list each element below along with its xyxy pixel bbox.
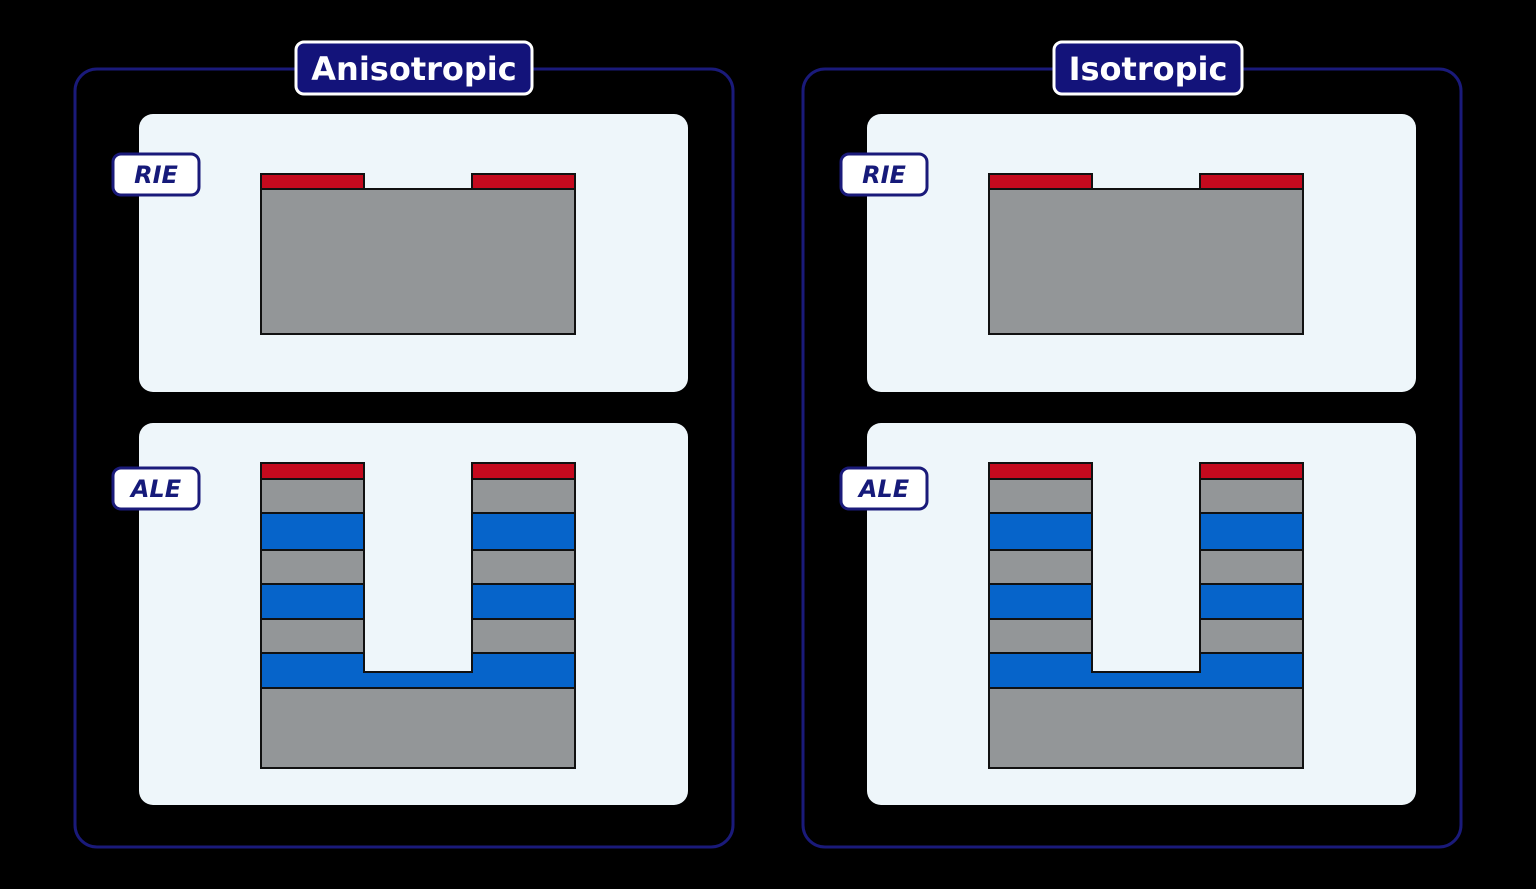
substrate [988, 188, 1304, 335]
mask-left [260, 173, 365, 190]
substrate [260, 188, 576, 335]
rie-label: RIE [134, 161, 178, 189]
mask-left [988, 173, 1093, 190]
ale-label: ALE [129, 475, 182, 503]
ale-label-box [111, 466, 201, 511]
rie-label-box [111, 152, 201, 197]
mask-right [1199, 462, 1304, 480]
panel-title-box [294, 40, 534, 96]
mask-right [471, 173, 576, 190]
blue-layer-left [260, 583, 365, 620]
mask-left [260, 462, 365, 480]
ale-label-box [839, 466, 929, 511]
blue-layer-left [260, 512, 365, 551]
blue-layer-right [1199, 512, 1304, 551]
gray-layer-left [260, 549, 365, 585]
blue-layer-right [1199, 583, 1304, 620]
rie-label-box [839, 152, 929, 197]
gray-layer-right [471, 478, 576, 514]
substrate [260, 687, 576, 769]
gray-layer-left [988, 549, 1093, 585]
panel-title: Isotropic [1069, 50, 1228, 88]
panel-title-box [1052, 40, 1244, 96]
mask-right [1199, 173, 1304, 190]
mask-left [988, 462, 1093, 480]
gray-layer-right [1199, 549, 1304, 585]
rie-label: RIE [862, 161, 906, 189]
gray-layer-right [1199, 478, 1304, 514]
gray-layer-left [988, 478, 1093, 514]
panel-title: Anisotropic [311, 50, 516, 88]
blue-layer-left [988, 583, 1093, 620]
gray-layer-right [471, 549, 576, 585]
gray-layer-right [1199, 618, 1304, 654]
gray-layer-left [988, 618, 1093, 654]
blue-layer-right [471, 583, 576, 620]
mask-right [471, 462, 576, 480]
substrate [988, 687, 1304, 769]
gray-layer-left [260, 618, 365, 654]
blue-layer-right [471, 512, 576, 551]
gray-layer-left [260, 478, 365, 514]
blue-layer-left [988, 512, 1093, 551]
ale-label: ALE [857, 475, 910, 503]
gray-layer-right [471, 618, 576, 654]
